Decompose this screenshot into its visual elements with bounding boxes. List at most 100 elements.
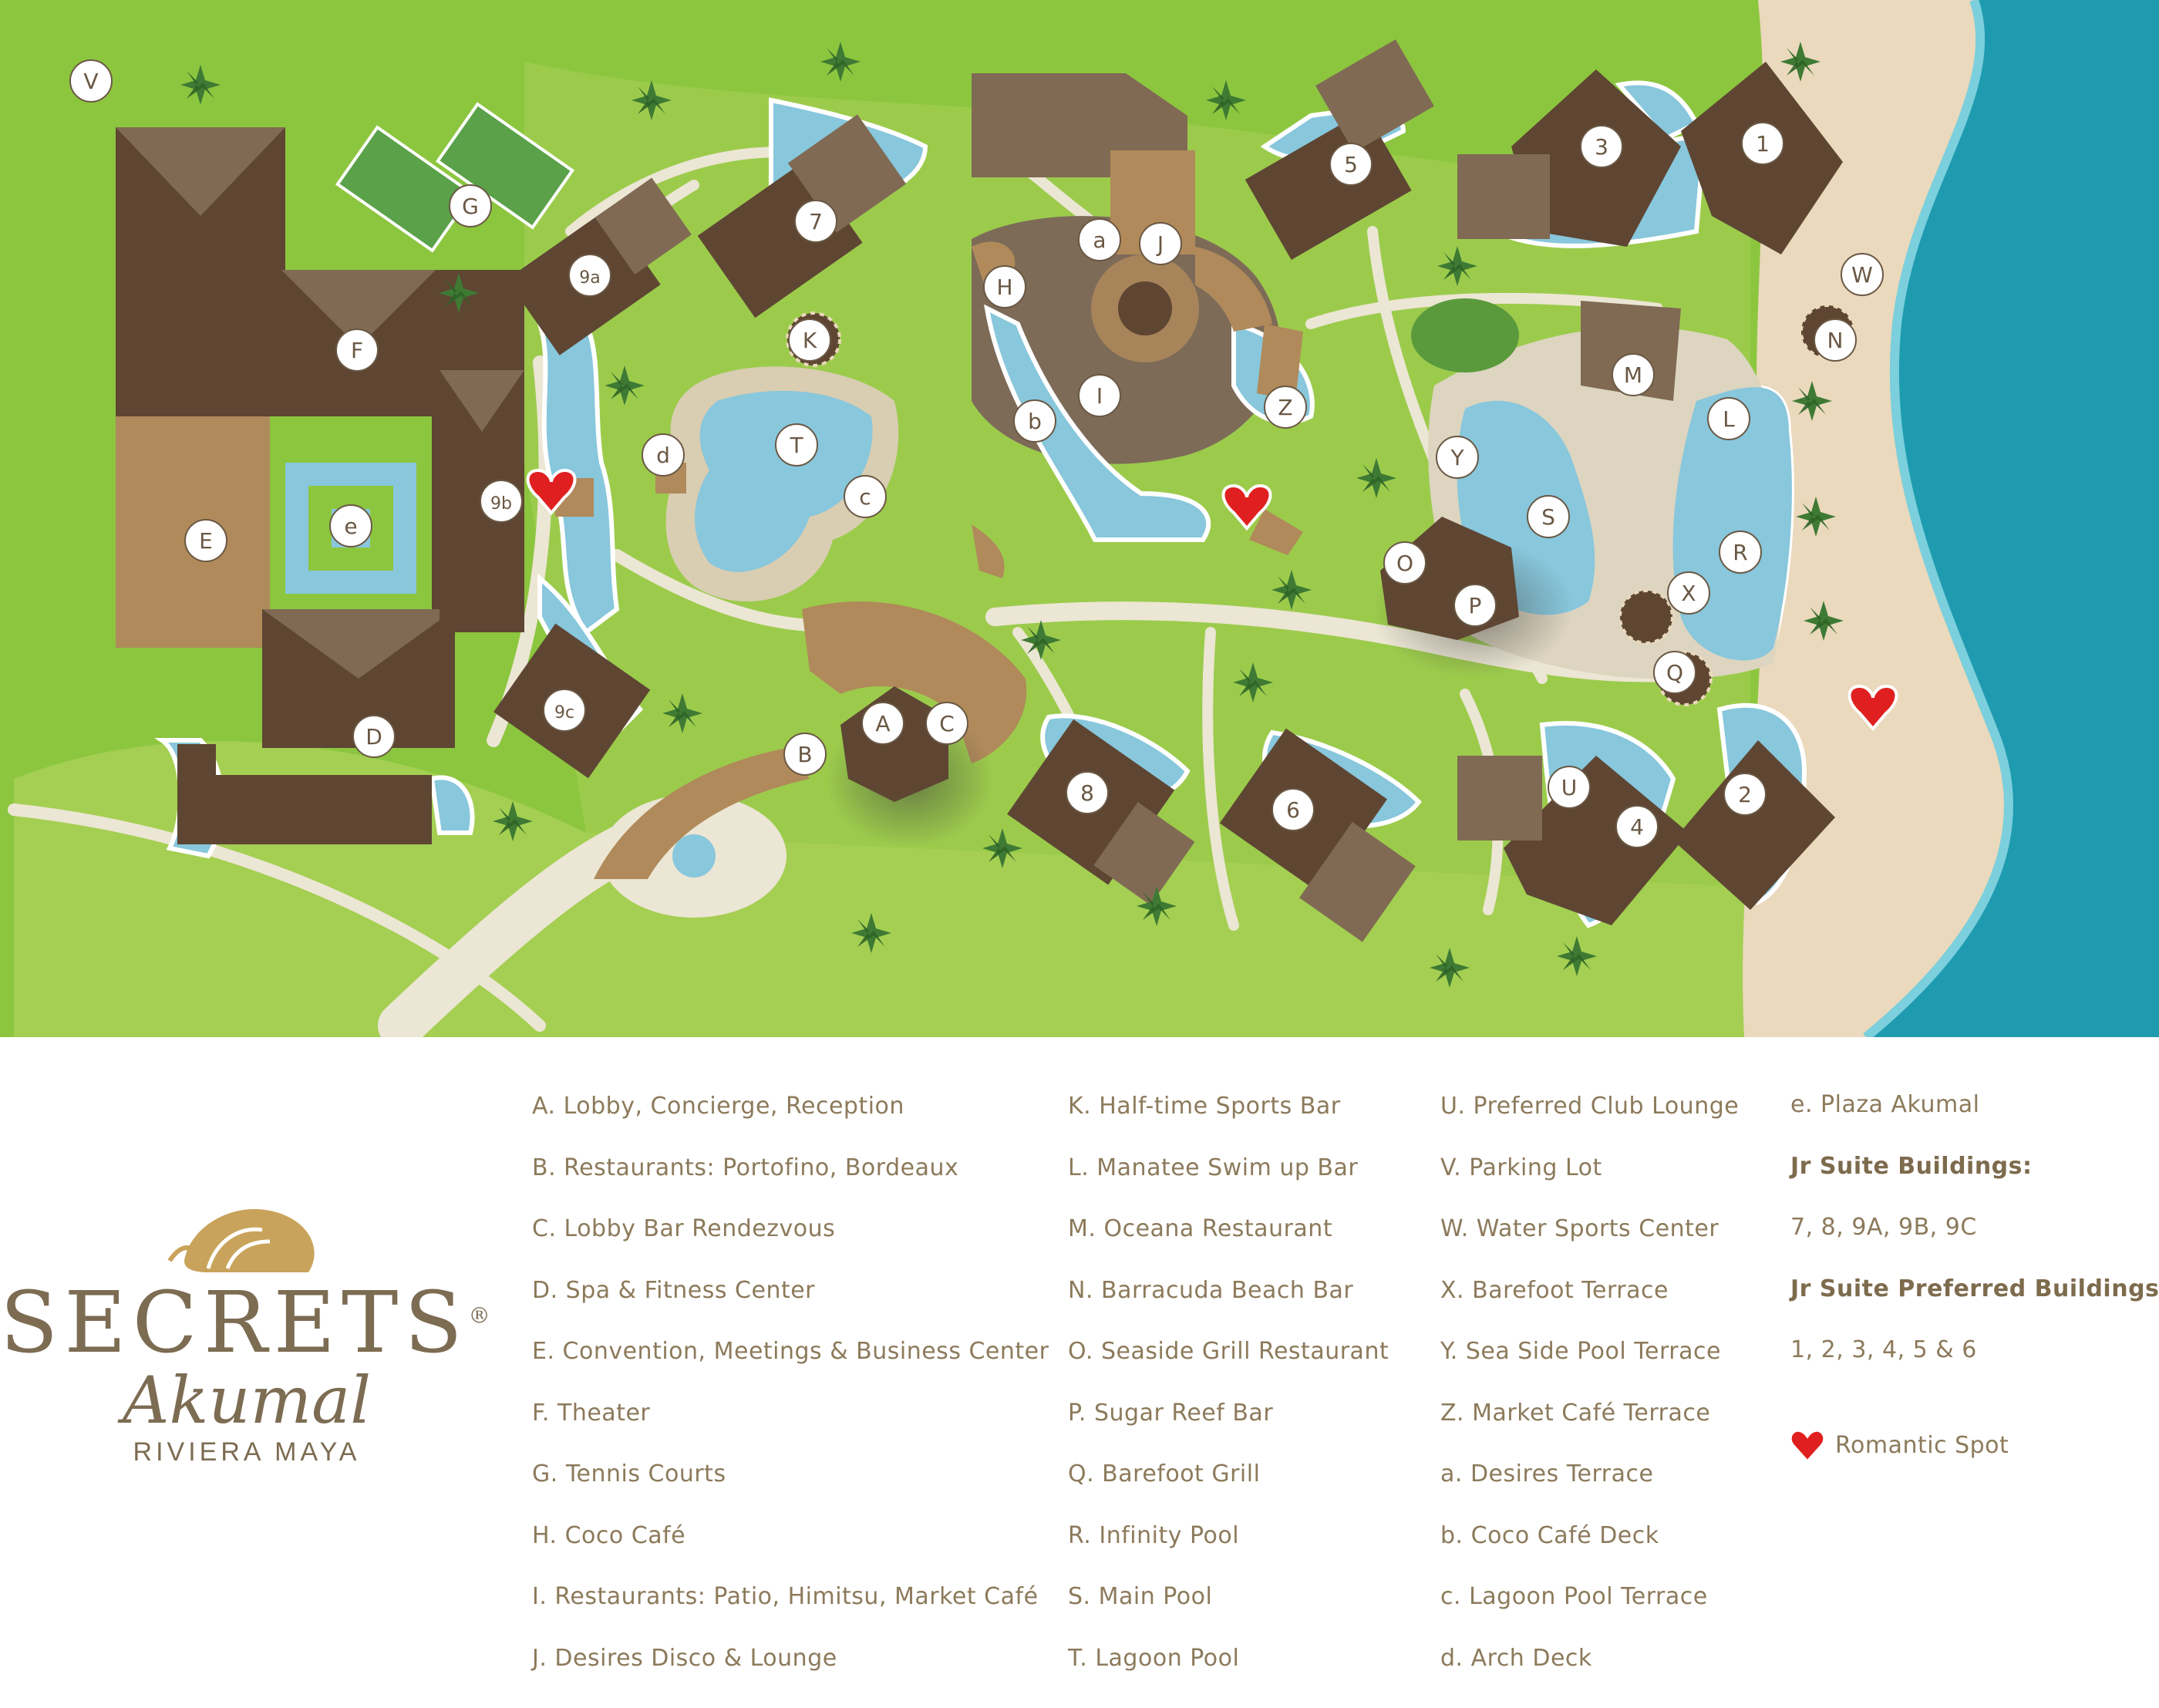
legend-item: V. Parking Lot: [1440, 1157, 1739, 1218]
map-marker-A[interactable]: A: [862, 702, 904, 744]
map-marker-label: F: [351, 338, 363, 363]
map-marker-Q[interactable]: Q: [1654, 652, 1696, 693]
map-marker-P[interactable]: P: [1454, 584, 1496, 626]
jr-preferred-list: 1, 2, 3, 4, 5 & 6: [1790, 1339, 2159, 1400]
legend-item: K. Half-time Sports Bar: [1068, 1095, 1389, 1157]
map-marker-label: c: [859, 484, 871, 510]
brand-location: Akumal: [0, 1368, 493, 1433]
map-marker-label: S: [1541, 504, 1555, 530]
map-marker-label: 9a: [579, 268, 600, 288]
map-marker-B[interactable]: B: [784, 733, 826, 775]
map-marker-T[interactable]: T: [776, 424, 817, 466]
romantic-spot-legend: Romantic Spot: [1790, 1416, 2159, 1477]
map-marker-M[interactable]: M: [1612, 354, 1654, 396]
entrance-fountain: [672, 834, 716, 878]
map-marker-V[interactable]: V: [70, 60, 112, 102]
map-marker-label: U: [1561, 775, 1578, 800]
spa-building: [208, 775, 432, 844]
map-marker-Y[interactable]: Y: [1437, 436, 1478, 478]
map-marker-label: a: [1093, 227, 1106, 253]
map-marker-2[interactable]: 2: [1724, 773, 1766, 815]
map-marker-label: K: [803, 328, 817, 353]
legend-item: a. Desires Terrace: [1440, 1463, 1739, 1524]
legend-column-2: K. Half-time Sports Bar L. Manatee Swim …: [1068, 1095, 1389, 1708]
brand-region: RIVIERA MAYA: [0, 1437, 493, 1467]
map-marker-Z[interactable]: Z: [1265, 386, 1306, 428]
legend-item: Y. Sea Side Pool Terrace: [1440, 1340, 1739, 1402]
legend-item: L. Manatee Swim up Bar: [1068, 1157, 1389, 1218]
map-marker-5[interactable]: 5: [1330, 143, 1372, 185]
map-marker-G[interactable]: G: [450, 185, 491, 227]
map-marker-label: A: [875, 711, 890, 736]
legend-item: J. Desires Disco & Lounge: [532, 1647, 1049, 1708]
legend-item: c. Lagoon Pool Terrace: [1440, 1585, 1739, 1647]
map-marker-a[interactable]: a: [1079, 219, 1120, 261]
map-marker-9b[interactable]: 9b: [480, 480, 522, 522]
map-marker-label: J: [1156, 231, 1164, 257]
map-marker-X[interactable]: X: [1668, 572, 1709, 614]
map-marker-L[interactable]: L: [1708, 398, 1750, 440]
map-marker-c[interactable]: c: [844, 476, 886, 517]
map-marker-label: 4: [1630, 814, 1644, 840]
map-marker-4[interactable]: 4: [1616, 806, 1658, 847]
map-marker-label: E: [199, 528, 213, 554]
plaza-center: [1118, 281, 1172, 335]
legend-item: B. Restaurants: Portofino, Bordeaux: [532, 1157, 1049, 1218]
map-marker-J[interactable]: J: [1140, 223, 1181, 264]
map-marker-9c[interactable]: 9c: [544, 689, 585, 731]
map-marker-U[interactable]: U: [1548, 766, 1590, 808]
map-marker-N[interactable]: N: [1814, 319, 1856, 361]
legend-item: b. Coco Café Deck: [1440, 1524, 1739, 1586]
map-marker-label: I: [1096, 383, 1103, 409]
map-marker-7[interactable]: 7: [795, 200, 837, 242]
legend-item: U. Preferred Club Lounge: [1440, 1095, 1739, 1157]
map-marker-label: G: [462, 194, 479, 219]
map-marker-d[interactable]: d: [642, 434, 684, 476]
map-marker-8[interactable]: 8: [1066, 772, 1108, 814]
map-marker-label: Z: [1278, 395, 1292, 420]
map-marker-label: T: [789, 433, 803, 458]
map-marker-label: R: [1733, 540, 1747, 565]
map-marker-H[interactable]: H: [984, 266, 1026, 308]
map-marker-label: 9b: [490, 494, 512, 514]
map-marker-W[interactable]: W: [1841, 254, 1883, 295]
map-marker-e[interactable]: e: [330, 505, 372, 547]
map-marker-label: X: [1681, 581, 1696, 606]
map-marker-1[interactable]: 1: [1742, 123, 1783, 164]
map-marker-9a[interactable]: 9a: [569, 254, 611, 296]
legend-item: R. Infinity Pool: [1068, 1524, 1389, 1586]
map-marker-I[interactable]: I: [1079, 375, 1120, 416]
pond: [1411, 298, 1519, 372]
legend-item: S. Main Pool: [1068, 1585, 1389, 1647]
map-marker-label: Q: [1666, 660, 1683, 686]
map-marker-C[interactable]: C: [926, 702, 968, 744]
map-marker-E[interactable]: E: [185, 520, 227, 561]
legend-item: F. Theater: [532, 1402, 1049, 1464]
map-marker-O[interactable]: O: [1384, 542, 1426, 584]
map-marker-label: e: [344, 514, 357, 539]
map-marker-label: 3: [1595, 134, 1608, 160]
map-marker-D[interactable]: D: [353, 716, 395, 757]
map-marker-R[interactable]: R: [1719, 531, 1761, 573]
legend-item: Q. Barefoot Grill: [1068, 1463, 1389, 1524]
map-marker-F[interactable]: F: [336, 329, 378, 371]
map-marker-K[interactable]: K: [789, 319, 830, 361]
legend-item: E. Convention, Meetings & Business Cente…: [532, 1340, 1049, 1402]
map-marker-S[interactable]: S: [1527, 496, 1569, 537]
map-marker-label: B: [797, 742, 812, 767]
map-marker-label: 6: [1286, 797, 1300, 823]
heart-icon: [1790, 1430, 1824, 1462]
legend-item: H. Coco Café: [532, 1524, 1049, 1586]
map-marker-label: P: [1469, 593, 1482, 618]
legend-item: A. Lobby, Concierge, Reception: [532, 1095, 1049, 1157]
map-marker-6[interactable]: 6: [1272, 789, 1314, 830]
legend-item: N. Barracuda Beach Bar: [1068, 1279, 1389, 1341]
map-marker-label: M: [1624, 362, 1642, 388]
spa-building-left: [177, 744, 216, 844]
map-marker-label: C: [939, 711, 955, 736]
map-marker-3[interactable]: 3: [1581, 126, 1622, 167]
map-marker-label: 8: [1080, 780, 1094, 806]
brand-logo: SECRETS® Akumal RIVIERA MAYA: [0, 1195, 493, 1467]
map-marker-b[interactable]: b: [1014, 400, 1056, 442]
map-marker-label: 7: [809, 209, 823, 234]
